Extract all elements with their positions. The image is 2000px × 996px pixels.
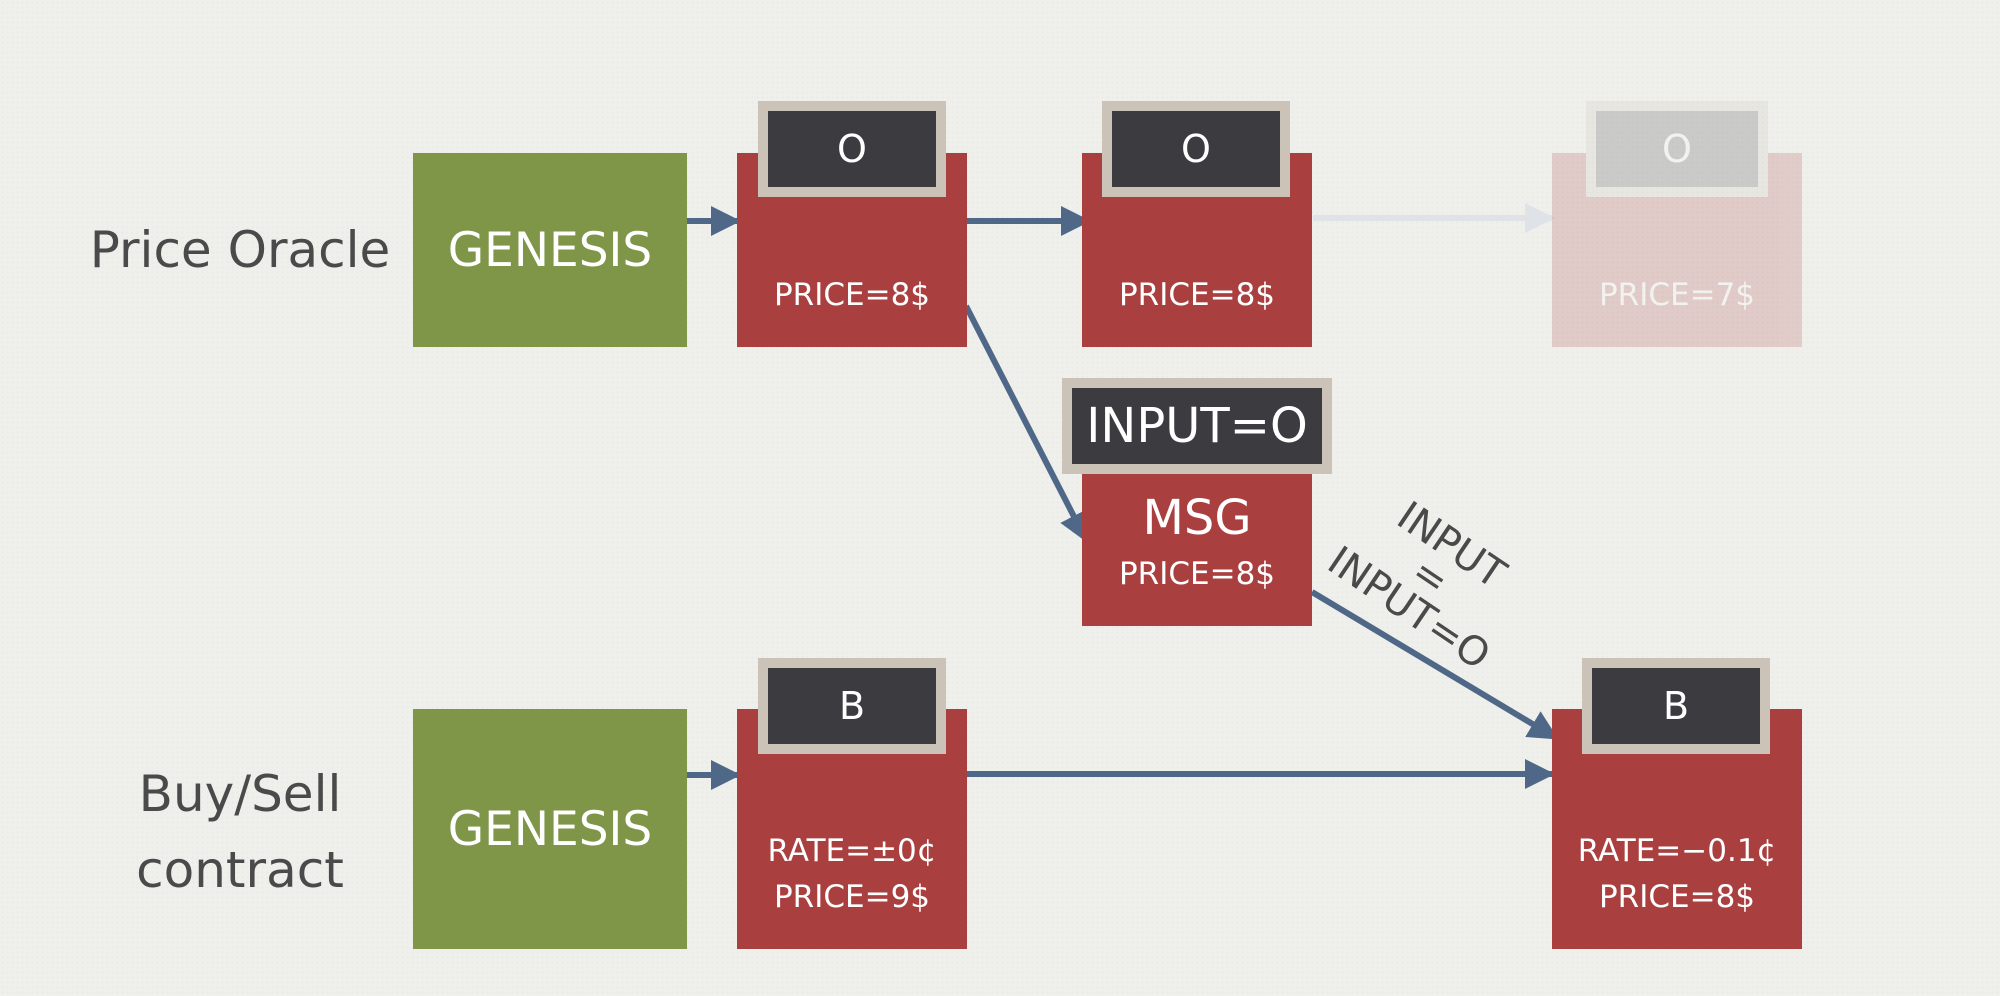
oracle-genesis-label: GENESIS <box>447 222 653 278</box>
oracle-block-2-tag-text: O <box>1181 127 1211 171</box>
oracle-block-2-tag: O <box>1102 101 1290 197</box>
contract-block-1-tag: B <box>758 658 946 754</box>
contract-block-2-rate: RATE=−0.1¢ <box>1577 833 1777 869</box>
row-label-price-oracle: Price Oracle <box>80 212 400 288</box>
msg-price: PRICE=8$ <box>1118 556 1276 592</box>
contract-block-1-rate: RATE=±0¢ <box>767 833 937 869</box>
oracle-block-3-tag: O <box>1586 101 1768 197</box>
contract-block-1-tag-text: B <box>838 684 866 728</box>
contract-block-2-tag-text: B <box>1662 684 1690 728</box>
contract-genesis-label: GENESIS <box>447 801 653 857</box>
msg-block: MSG PRICE=8$ <box>1082 468 1312 626</box>
msg-tag-text: INPUT=O <box>1086 398 1308 454</box>
row-label-contract-line2: contract <box>136 841 344 899</box>
msg-tag: INPUT=O <box>1062 378 1332 474</box>
row-label-price-oracle-text: Price Oracle <box>89 221 391 279</box>
oracle-block-3: PRICE=7$ <box>1552 153 1802 347</box>
row-label-buy-sell-contract: Buy/Sell contract <box>100 756 380 908</box>
arrow-msg-to-contract-block2 <box>1310 589 1559 741</box>
contract-block-2-tag: B <box>1582 658 1770 754</box>
msg-title: MSG <box>1142 490 1252 546</box>
contract-block-1-price: PRICE=9$ <box>773 879 931 915</box>
oracle-block-1-tag-text: O <box>837 127 867 171</box>
oracle-genesis-block: GENESIS <box>413 153 687 347</box>
contract-genesis-block: GENESIS <box>413 709 687 949</box>
row-label-contract-line1: Buy/Sell <box>138 765 342 823</box>
oracle-block-1-tag: O <box>758 101 946 197</box>
oracle-block-3-price: PRICE=7$ <box>1598 277 1756 313</box>
oracle-block-2-price: PRICE=8$ <box>1118 277 1276 313</box>
oracle-block-1-price: PRICE=8$ <box>773 277 931 313</box>
arrow-block1-to-msg <box>963 304 1089 543</box>
oracle-block-3-tag-text: O <box>1662 127 1692 171</box>
contract-block-2-price: PRICE=8$ <box>1598 879 1756 915</box>
